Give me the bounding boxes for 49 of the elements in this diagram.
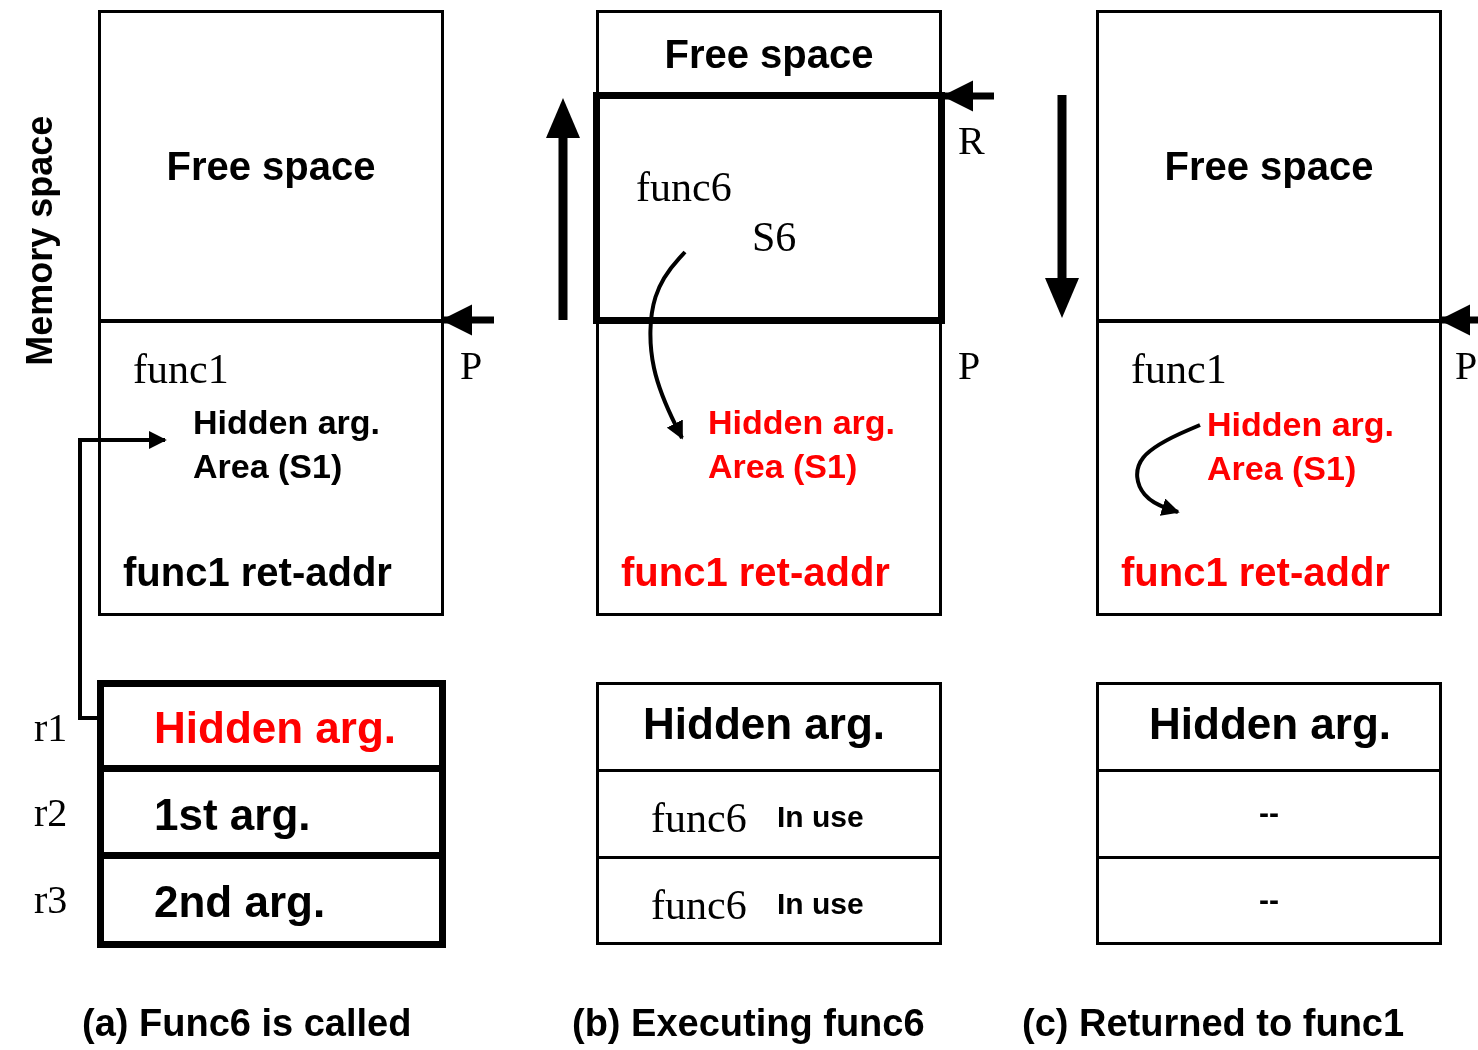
status-text: In use — [777, 887, 864, 922]
function-name: func1 — [133, 345, 229, 394]
cell-text: Hidden arg. — [154, 703, 397, 754]
register-cell — [596, 856, 942, 945]
axis-title: Memory space — [19, 114, 61, 368]
stack-frame — [593, 92, 945, 324]
function-name: func6 — [651, 881, 747, 930]
register-cell — [1096, 769, 1442, 859]
pointer-label: P — [1455, 343, 1478, 389]
cell-text: Hidden arg. — [1149, 699, 1392, 750]
register-cell — [1096, 682, 1442, 772]
function-name: func6 — [651, 794, 747, 843]
caption: (a) Func6 is called — [82, 1002, 412, 1046]
area-label: Hidden arg. Area (S1) — [1200, 400, 1440, 492]
cell-text: 2nd arg. — [154, 877, 326, 928]
cell-text: func1 ret-addr — [123, 549, 392, 595]
pointer-label: P — [958, 343, 981, 389]
memory-block — [98, 10, 444, 322]
status-text: -- — [1259, 796, 1279, 831]
area-label: Hidden arg. Area (S1) — [680, 398, 935, 494]
cell-text: Free space — [166, 143, 376, 189]
cell-text: Hidden arg. — [643, 699, 886, 750]
register-name: r1 — [34, 705, 68, 751]
memory-block — [1096, 10, 1442, 322]
area-label: Hidden arg. Area (S1) — [165, 398, 427, 494]
cell-text: func1 ret-addr — [1121, 549, 1390, 595]
cell-text: Free space — [1164, 143, 1374, 189]
caption: (c) Returned to func1 — [1022, 1002, 1405, 1046]
function-name: func6 — [636, 163, 732, 212]
arrow — [1135, 423, 1201, 516]
register-cell — [596, 769, 942, 859]
register-name: r2 — [34, 790, 68, 836]
status-text: In use — [777, 800, 864, 835]
pointer-label: R — [958, 118, 985, 164]
status-text: -- — [1259, 883, 1279, 918]
stack-frame — [98, 320, 444, 616]
arrow — [648, 250, 687, 440]
cell-text: 1st arg. — [154, 790, 311, 841]
function-name: func1 — [1131, 345, 1227, 394]
register-name: r3 — [34, 877, 68, 923]
arrow — [78, 431, 167, 720]
pointer-label: P — [460, 343, 483, 389]
stack-frame — [1096, 320, 1442, 616]
register-cell — [1096, 856, 1442, 945]
register-cell — [596, 682, 942, 772]
cell-text: Free space — [664, 31, 874, 77]
cell-text: func1 ret-addr — [621, 549, 890, 595]
function-name: S6 — [752, 213, 797, 262]
caption: (b) Executing func6 — [572, 1002, 925, 1046]
